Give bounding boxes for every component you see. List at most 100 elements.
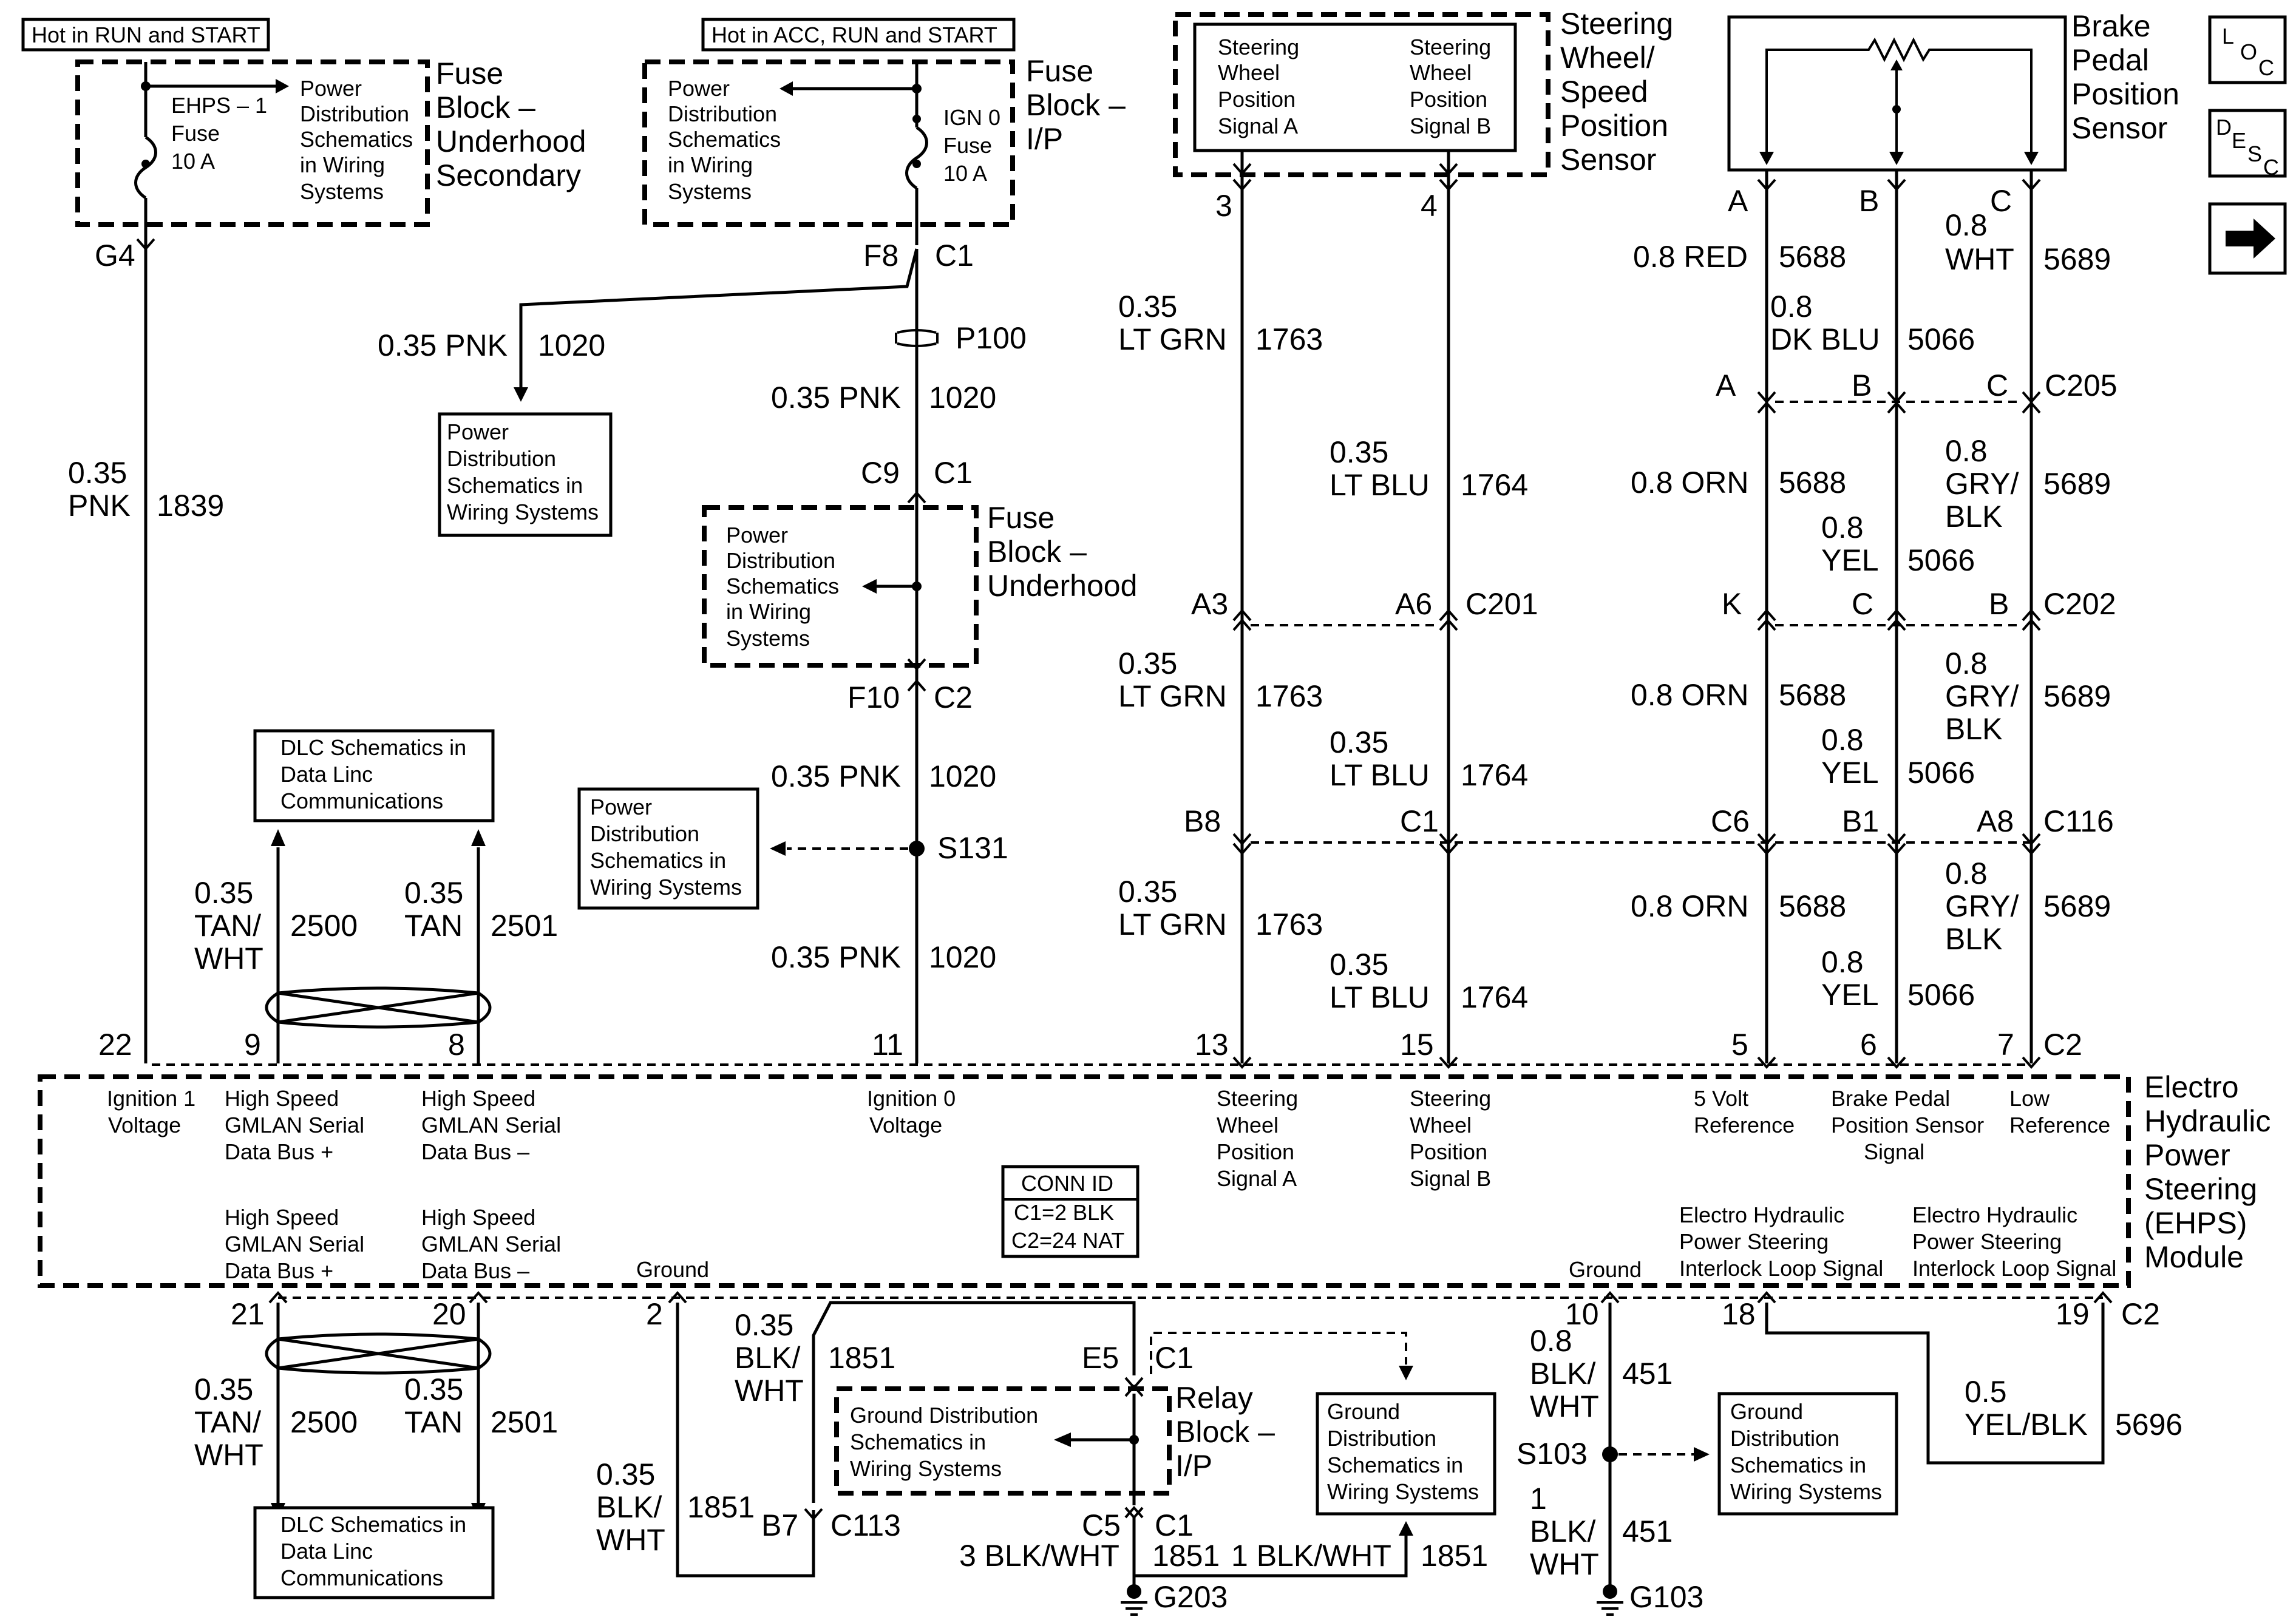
module-label-swa: Steering Wheel Position Signal A (1217, 1086, 1298, 1191)
svg-text:IGN 0: IGN 0 (943, 105, 1000, 130)
svg-text:Hot in RUN and START: Hot in RUN and START (32, 22, 260, 47)
svg-text:0.35: 0.35 (735, 1308, 793, 1342)
svg-text:Fuse: Fuse (1026, 54, 1093, 88)
brake-pin-c: C (1990, 184, 2012, 218)
c116-pin-a8: A8 (1977, 804, 2014, 838)
svg-text:2501: 2501 (491, 909, 558, 943)
svg-text:0.8: 0.8 (1945, 646, 1988, 680)
svg-text:High Speed: High Speed (225, 1205, 339, 1230)
svg-text:1763: 1763 (1255, 907, 1323, 941)
svg-text:Steering: Steering (1217, 1086, 1298, 1111)
svg-text:PNK: PNK (68, 489, 131, 523)
svg-text:GRY/: GRY/ (1945, 889, 2019, 923)
svg-text:LT GRN: LT GRN (1118, 679, 1227, 713)
svg-text:Wheel: Wheel (1218, 60, 1280, 85)
svg-text:BLK: BLK (1945, 922, 2003, 956)
wire-5696 (1765, 1303, 2105, 1465)
c116-label: C116 (2043, 804, 2114, 838)
svg-text:21: 21 (231, 1297, 265, 1331)
wire-5688-circuit-top: 5688 (1779, 240, 1846, 274)
svg-text:Block –: Block – (1175, 1415, 1275, 1449)
wire-2501-bottom-label: 0.35 TAN 2501 (404, 1372, 558, 1439)
svg-text:Schematics: Schematics (668, 127, 781, 152)
svg-text:5066: 5066 (1907, 322, 1975, 356)
svg-text:Position: Position (1217, 1139, 1294, 1164)
svg-text:S: S (2247, 141, 2262, 166)
svg-text:Fuse: Fuse (987, 501, 1055, 535)
svg-text:BLK/: BLK/ (1530, 1514, 1596, 1548)
svg-text:0.8: 0.8 (1821, 723, 1864, 757)
svg-text:Wheel/: Wheel/ (1560, 41, 1655, 75)
wire-2500-top-label: 0.35 TAN/ WHT 2500 (194, 876, 358, 975)
svg-text:0.8: 0.8 (1945, 208, 1988, 242)
svg-text:0.8: 0.8 (1945, 434, 1988, 468)
wire-1020-branch-circuit: 1020 (538, 328, 605, 362)
svg-text:Power: Power (2144, 1138, 2230, 1172)
wire-2500-bottom-label: 0.35 TAN/ WHT 2500 (194, 1372, 358, 1472)
next-arrow-icon[interactable] (2208, 202, 2287, 275)
steering-sensor-sig-b: Steering Wheel Position Signal B (1410, 35, 1491, 138)
power-dist-ref-1[interactable]: Power Distribution Schematics in Wiring … (438, 412, 613, 537)
desc-icon[interactable]: D E S C (2208, 109, 2287, 180)
svg-text:in Wiring: in Wiring (300, 152, 385, 177)
module-label-hs-plus-bottom: High Speed GMLAN Serial Data Bus + (225, 1205, 364, 1283)
gd-ref-right[interactable]: Ground Distribution Schematics in Wiring… (1316, 1392, 1496, 1516)
svg-text:2500: 2500 (290, 909, 358, 943)
power-dist-ref-2[interactable]: Power Distribution Schematics in Wiring … (577, 787, 759, 910)
svg-text:0.35: 0.35 (404, 1372, 463, 1406)
svg-text:Relay: Relay (1175, 1381, 1253, 1415)
wire-1851-bottom-left-label: 3 BLK/WHT (959, 1539, 1119, 1573)
fuse-block-ip-title: Fuse Block – I/P (1026, 54, 1126, 156)
steering-sensor-sig-a: Steering Wheel Position Signal A (1218, 35, 1299, 138)
connector-c1-ip: C1 (935, 239, 974, 273)
c116-pin-b1: B1 (1842, 804, 1879, 838)
module-label-ground-2: Ground (1569, 1257, 1642, 1282)
svg-text:Ground Distribution: Ground Distribution (850, 1403, 1038, 1428)
wire-1763-label-2: 0.35 LT GRN 1763 (1118, 646, 1323, 713)
svg-text:10 A: 10 A (943, 161, 987, 186)
relay-gd-ref: Ground Distribution Schematics in Wiring… (850, 1403, 1038, 1481)
svg-text:451: 451 (1622, 1514, 1673, 1548)
svg-text:10 A: 10 A (171, 149, 215, 174)
svg-text:GMLAN Serial: GMLAN Serial (225, 1232, 364, 1256)
svg-text:9: 9 (244, 1028, 261, 1062)
svg-text:0.5: 0.5 (1965, 1375, 2007, 1409)
dlc-ref-bottom[interactable]: DLC Schematics in Data Linc Communicatio… (253, 1506, 495, 1599)
svg-text:EHPS – 1: EHPS – 1 (171, 93, 267, 118)
svg-text:Fuse: Fuse (171, 121, 220, 146)
svg-text:10: 10 (1565, 1297, 1599, 1331)
svg-text:5066: 5066 (1907, 756, 1975, 790)
gd-ref-451[interactable]: Ground Distribution Schematics in Wiring… (1717, 1392, 1898, 1516)
svg-text:Hot in ACC, RUN and START: Hot in ACC, RUN and START (712, 22, 997, 47)
brake-wires-section-3: 0.8 ORN 5688 0.8 YEL 5066 0.8 GRY/ BLK 5… (1631, 856, 2111, 1012)
svg-text:Ignition 0: Ignition 0 (867, 1086, 956, 1111)
c205-pin-b: B (1852, 368, 1872, 402)
module-label-lowref: Low Reference (2009, 1086, 2110, 1137)
svg-text:Wiring Systems: Wiring Systems (447, 500, 599, 524)
svg-text:0.8: 0.8 (1821, 945, 1864, 979)
wire-5696-label: 0.5 YEL/BLK 5696 (1965, 1375, 2182, 1442)
ground-g203-label: G203 (1153, 1580, 1228, 1614)
dlc-ref-top[interactable]: DLC Schematics in Data Linc Communicatio… (253, 729, 495, 822)
svg-text:Secondary: Secondary (436, 158, 581, 192)
loc-icon[interactable]: L O C (2208, 15, 2287, 84)
c201-pin-a6: A6 (1395, 587, 1432, 621)
svg-text:Block –: Block – (1026, 88, 1126, 122)
svg-text:Power Steering: Power Steering (1912, 1229, 2062, 1254)
conn-id-box: CONN ID C1=2 BLK C2=24 NAT (1001, 1165, 1140, 1258)
svg-text:Signal A: Signal A (1217, 1166, 1297, 1191)
c205-pin-c: C (1986, 368, 2008, 402)
pin-c5: C5 (1082, 1508, 1121, 1542)
wire-451-bottom-label: 1 BLK/ WHT 451 (1530, 1482, 1673, 1581)
svg-text:Voltage: Voltage (869, 1113, 942, 1137)
svg-text:Position: Position (1560, 109, 1668, 143)
svg-text:GRY/: GRY/ (1945, 679, 2019, 713)
svg-text:22: 22 (98, 1028, 132, 1062)
svg-text:WHT: WHT (735, 1374, 804, 1408)
svg-text:WHT: WHT (194, 1438, 263, 1472)
svg-text:TAN/: TAN/ (194, 909, 261, 943)
svg-text:C: C (2258, 55, 2274, 80)
wire-1020-circuit-3: 1020 (929, 940, 996, 974)
p100-splice: P100 (895, 321, 1027, 355)
